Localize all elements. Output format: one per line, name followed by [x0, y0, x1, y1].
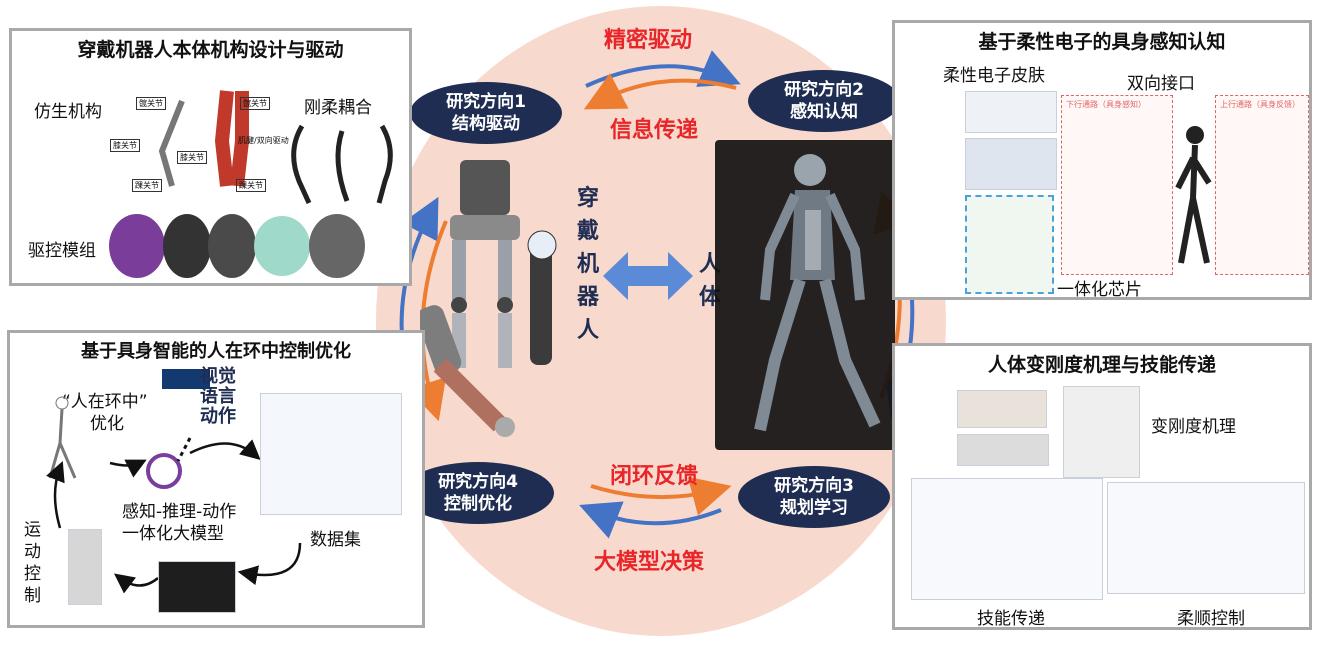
label-dataset: 数据集 — [310, 530, 361, 550]
motion-control-vertical: 运 动 控 制 — [24, 519, 44, 607]
label-closed-loop: 闭环反馈 — [610, 464, 699, 489]
human-body-image — [715, 140, 895, 450]
panel-br-title: 人体变刚度机理与技能传递 — [987, 354, 1216, 376]
vla-language: 语言 — [200, 386, 236, 407]
tag-knee-2: 膝关节 — [177, 151, 207, 164]
direction-4-pill: 研究方向4 控制优化 — [402, 462, 554, 524]
llm-logo-icon — [146, 453, 182, 489]
label-precise-drive: 精密驱动 — [604, 28, 693, 53]
label-info-transfer: 信息传递 — [610, 118, 699, 143]
tag-hip-2: 髋关节 — [240, 97, 270, 110]
tag-knee: 膝关节 — [110, 139, 140, 152]
mc-char-2: 动 — [24, 542, 41, 562]
compliant-control-diagram — [1107, 482, 1305, 594]
label-drive-module: 驱控模组 — [28, 241, 96, 261]
leg-mechanism-image — [158, 90, 249, 187]
arrow-bottom-orange — [590, 476, 732, 516]
code-screenshot — [158, 561, 236, 613]
wearable-robot-image — [420, 160, 557, 437]
robot-vertical-label: 穿戴机器人 — [576, 182, 600, 347]
e-skin-photo — [965, 138, 1057, 190]
label-llm-decision: 大模型决策 — [594, 550, 705, 575]
panel-structure-drive: 穿戴机器人本体机构设计与驱动 仿生机构 刚柔耦合 驱控模组 髋关节 膝关节 踝关… — [9, 28, 412, 286]
vla-vision: 视觉 — [200, 366, 236, 387]
walking-person-image — [1175, 126, 1212, 264]
label-perceive-reason-act: 感知-推理-动作 — [122, 502, 237, 522]
downlink-title: 下行通路（具身感知） — [1066, 100, 1146, 109]
e-skin-figure — [965, 91, 1057, 133]
vla-labels: 视觉 语言 动作 — [200, 367, 236, 427]
direction-1-pill: 研究方向1 结构驱动 — [410, 82, 562, 144]
label-integrated-llm: 一体化大模型 — [122, 524, 224, 544]
exoskeleton-image — [68, 529, 102, 605]
sensor-photos — [957, 434, 1049, 466]
arrow-top-orange — [583, 73, 737, 110]
direction-4-line2: 控制优化 — [444, 494, 512, 514]
robot-label-text: 穿戴机器人 — [576, 186, 599, 343]
label-e-skin: 柔性电子皮肤 — [943, 66, 1045, 86]
direction-2-pill: 研究方向2 感知认知 — [748, 70, 900, 132]
skill-transfer-diagram — [911, 478, 1103, 600]
eye-image — [162, 369, 210, 389]
direction-1-line1: 研究方向1 — [446, 92, 526, 112]
panel-tl-title: 穿戴机器人本体机构设计与驱动 — [77, 39, 344, 61]
panel-variable-stiffness: 人体变刚度机理与技能传递 变刚度机理 技能传递 柔顺控制 — [892, 343, 1312, 630]
direction-2-line2: 感知认知 — [790, 102, 858, 122]
label-optimization: 优化 — [90, 414, 124, 434]
chip-diagram — [965, 195, 1054, 294]
direction-3-pill: 研究方向3 规划学习 — [738, 466, 890, 528]
direction-4-line1: 研究方向4 — [438, 472, 518, 492]
exosuit-image — [291, 124, 393, 205]
panel-bl-title: 基于具身智能的人在环中控制优化 — [81, 341, 351, 362]
person-exo-photo — [1063, 386, 1140, 478]
bidirectional-arrow — [603, 252, 693, 300]
label-bidirectional-interface: 双向接口 — [1127, 74, 1195, 94]
label-compliant-control: 柔顺控制 — [1177, 609, 1245, 629]
panel-tr-title: 基于柔性电子的具身感知认知 — [978, 31, 1226, 53]
tag-tendon: 肌腱/双向驱动 — [238, 136, 289, 145]
arm-photo — [957, 390, 1047, 428]
panel-perception: 基于柔性电子的具身感知认知 柔性电子皮肤 双向接口 一体化芯片 下行通路（具身感… — [892, 20, 1312, 300]
label-human-in-loop: “人在环中” — [62, 392, 148, 412]
vla-action: 动作 — [200, 406, 236, 427]
uplink-title: 上行通路（具身反馈） — [1220, 100, 1300, 109]
loop-arrows — [46, 437, 302, 594]
motor-module-image — [109, 214, 365, 278]
label-rigid-flexible: 刚柔耦合 — [304, 98, 372, 118]
dataset-figure — [260, 393, 402, 515]
direction-1-line2: 结构驱动 — [452, 114, 520, 134]
direction-3-line2: 规划学习 — [780, 498, 848, 518]
tag-hip: 髋关节 — [136, 97, 166, 110]
downlink-panel: 下行通路（具身感知） — [1061, 95, 1173, 275]
tag-ankle: 踝关节 — [132, 179, 162, 192]
arrow-bottom-blue — [579, 501, 722, 539]
mc-char-4: 制 — [24, 586, 41, 606]
direction-2-line1: 研究方向2 — [784, 80, 864, 100]
label-bionic-mechanism: 仿生机构 — [34, 102, 102, 122]
label-integrated-chip: 一体化芯片 — [1057, 280, 1142, 300]
mc-char-1: 运 — [24, 520, 41, 540]
label-variable-stiffness: 变刚度机理 — [1151, 417, 1236, 437]
mc-char-3: 控 — [24, 564, 41, 584]
tag-ankle-2: 踝关节 — [236, 179, 266, 192]
direction-3-line1: 研究方向3 — [774, 476, 854, 496]
panel-control-optimization: 基于具身智能的人在环中控制优化 “人在环中” 优化 感知-推理-动作 一体化大模… — [7, 330, 425, 628]
label-skill-transfer: 技能传递 — [977, 609, 1045, 629]
uplink-panel: 上行通路（具身反馈） — [1215, 95, 1309, 275]
